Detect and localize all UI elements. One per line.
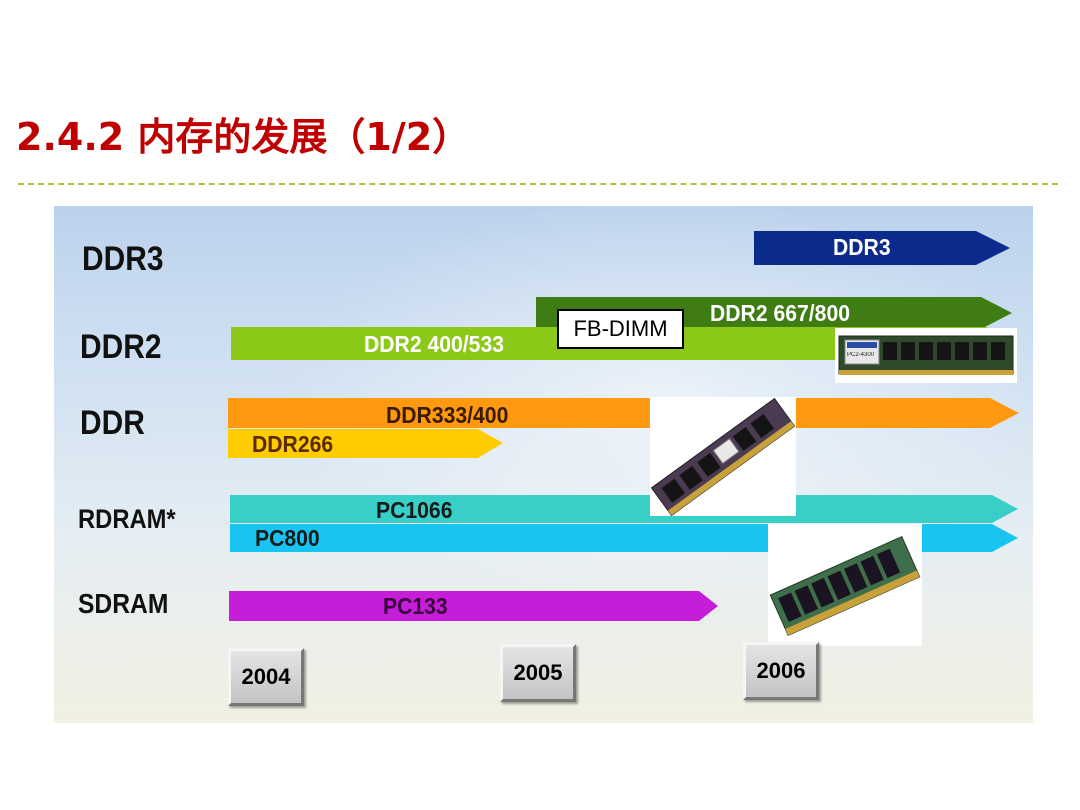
title-divider [18,183,1058,185]
bar-ddr266-label: DDR266 [252,431,334,457]
row-label-ddr3: DDR3 [82,240,164,278]
bar-ddr3-label: DDR3 [833,234,891,260]
fb-dimm-box: FB-DIMM [557,309,684,349]
ddr-module-image [650,397,796,516]
bar-pc133 [229,591,718,621]
bar-pc1066-shape [230,495,1018,523]
row-label-ddr2: DDR2 [80,328,162,366]
ddr2-module-image: PC2-4300 [835,328,1017,383]
module-sticker-label: PC2-4300 [847,352,875,358]
bar-ddr266 [228,429,503,458]
row-label-rdram: RDRAM* [78,504,176,534]
bar-ddr333 [228,398,1019,428]
bar-ddr3-shape [754,231,1010,265]
bar-pc800-label: PC800 [255,525,320,551]
year-marker-2005: 2005 [500,644,576,702]
year-marker-2006: 2006 [743,642,819,700]
bar-pc133-shape [229,591,718,621]
bar-pc1066 [230,495,1018,523]
bar-ddr333-shape [228,398,1019,428]
row-label-ddr: DDR [80,404,145,442]
sdram-module-image [768,524,922,646]
bar-pc133-label: PC133 [383,593,448,619]
memory-timeline-panel: DDR3 DDR2 DDR RDRAM* SDRAM DDR3 DDR2 667… [54,206,1033,723]
bar-pc1066-label: PC1066 [376,497,453,523]
bar-ddr2-400-label: DDR2 400/533 [364,331,504,357]
page-title: 2.4.2 内存的发展（1/2） [16,115,471,159]
year-marker-2004: 2004 [228,648,304,706]
bar-ddr266-shape [228,429,503,458]
bar-ddr333-label: DDR333/400 [386,402,509,428]
row-label-sdram: SDRAM [78,588,169,619]
bar-ddr2-667-label: DDR2 667/800 [710,300,850,326]
bar-ddr3 [754,231,1010,265]
